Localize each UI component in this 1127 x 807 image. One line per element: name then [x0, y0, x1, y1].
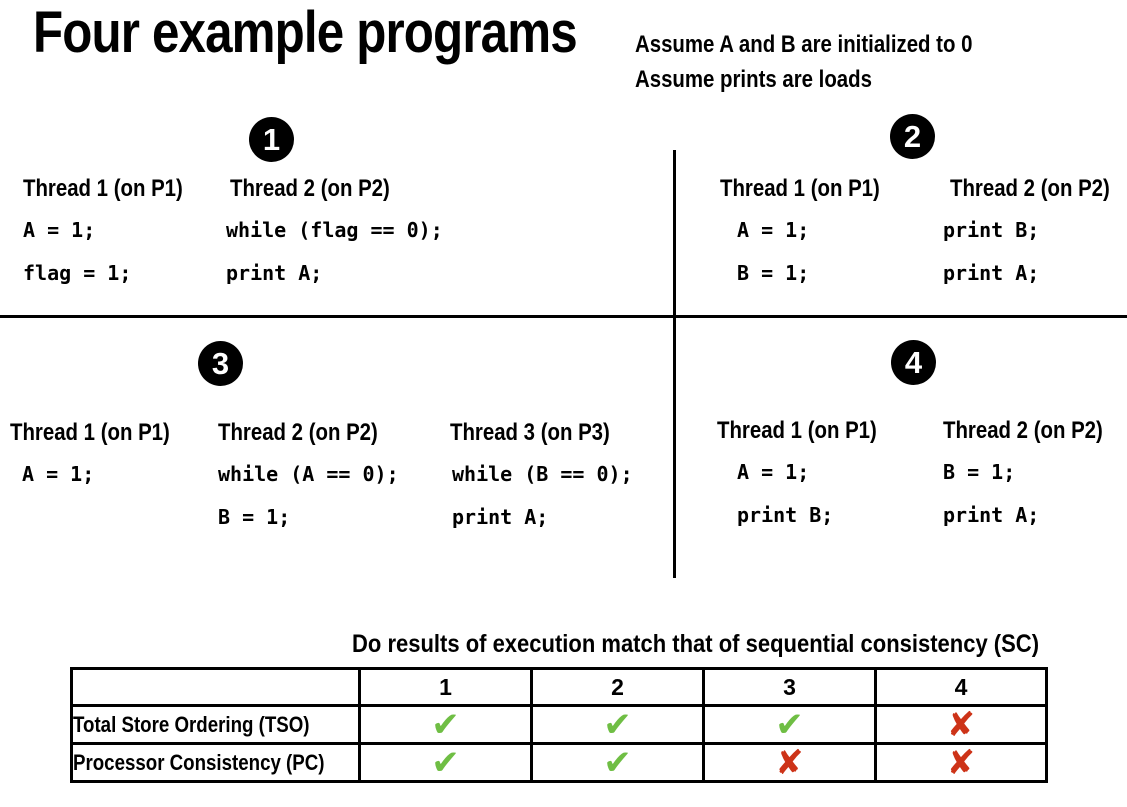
tso-row-label: Total Store Ordering (TSO) — [70, 704, 361, 745]
thread-header: Thread 2 (on P2) — [943, 417, 1103, 444]
code-line: A = 1; — [737, 218, 810, 242]
program-1-thread-2: Thread 2 (on P2) while (flag == 0); prin… — [226, 175, 443, 285]
horizontal-divider — [0, 315, 1127, 318]
thread-header: Thread 1 (on P1) — [10, 419, 170, 446]
check-icon: ✔ — [431, 742, 460, 783]
code-line: print A; — [452, 505, 549, 529]
assumption-line-1: Assume A and B are initialized to 0 — [635, 31, 973, 58]
program-4-thread-2: Thread 2 (on P2) B = 1; print A; — [943, 417, 1127, 527]
code-line: while (B == 0); — [452, 462, 633, 486]
thread-header: Thread 3 (on P3) — [450, 419, 610, 446]
thread-header: Thread 2 (on P2) — [950, 175, 1110, 202]
check-icon: ✔ — [603, 704, 632, 745]
code-line: B = 1; — [737, 261, 810, 285]
code-line: flag = 1; — [23, 261, 132, 285]
pc-row-label: Processor Consistency (PC) — [70, 742, 361, 783]
column-header-3: 3 — [702, 667, 877, 707]
thread-header: Thread 2 (on P2) — [230, 175, 390, 202]
program-2-thread-1: Thread 1 (on P1) A = 1; B = 1; — [720, 175, 908, 285]
code-line: print B; — [737, 503, 834, 527]
results-table: 1 2 3 4 Total Store Ordering (TSO) ✔ ✔ ✔… — [70, 667, 1048, 783]
program-2-thread-2: Thread 2 (on P2) print B; print A; — [943, 175, 1127, 285]
code-line: print A; — [943, 261, 1040, 285]
program-3-thread-2: Thread 2 (on P2) while (A == 0); B = 1; — [218, 419, 406, 529]
program-4-thread-1: Thread 1 (on P1) A = 1; print B; — [717, 417, 905, 527]
tso-row: Total Store Ordering (TSO) ✔ ✔ ✔ ✘ — [70, 704, 1048, 745]
program-3-thread-3: Thread 3 (on P3) while (B == 0); print A… — [450, 419, 638, 529]
pc-row: Processor Consistency (PC) ✔ ✔ ✘ ✘ — [70, 742, 1048, 783]
empty-header-cell — [70, 667, 361, 707]
check-icon: ✔ — [775, 704, 804, 745]
check-icon: ✔ — [603, 742, 632, 783]
column-header-2: 2 — [530, 667, 705, 707]
thread-header: Thread 2 (on P2) — [218, 419, 378, 446]
code-line: B = 1; — [943, 460, 1016, 484]
program-4-badge: 4 — [891, 340, 936, 385]
assumption-line-2: Assume prints are loads — [635, 66, 872, 93]
code-line: while (A == 0); — [218, 462, 399, 486]
cross-icon: ✘ — [946, 742, 976, 783]
slide-title: Four example programs — [33, 0, 578, 65]
assumptions: Assume A and B are initialized to 0 Assu… — [635, 27, 1032, 97]
code-line: B = 1; — [218, 505, 291, 529]
thread-header: Thread 1 (on P1) — [23, 175, 183, 202]
column-header-4: 4 — [874, 667, 1048, 707]
results-table-title: Do results of execution match that of se… — [352, 630, 1040, 658]
code-line: A = 1; — [23, 218, 96, 242]
program-3-thread-1: Thread 1 (on P1) A = 1; — [10, 419, 198, 486]
check-icon: ✔ — [431, 704, 460, 745]
vertical-divider — [673, 150, 676, 578]
program-1-badge: 1 — [249, 117, 294, 162]
code-line: print A; — [226, 261, 323, 285]
thread-header: Thread 1 (on P1) — [717, 417, 877, 444]
code-line: A = 1; — [22, 462, 95, 486]
results-header-row: 1 2 3 4 — [70, 667, 1048, 707]
program-1-thread-1: Thread 1 (on P1) A = 1; flag = 1; — [23, 175, 211, 285]
code-line: while (flag == 0); — [226, 218, 443, 242]
cross-icon: ✘ — [946, 704, 976, 745]
program-2-badge: 2 — [890, 114, 935, 159]
column-header-1: 1 — [358, 667, 533, 707]
program-3-badge: 3 — [198, 341, 243, 386]
cross-icon: ✘ — [775, 742, 804, 783]
thread-header: Thread 1 (on P1) — [720, 175, 880, 202]
code-line: print B; — [943, 218, 1040, 242]
code-line: A = 1; — [737, 460, 810, 484]
code-line: print A; — [943, 503, 1040, 527]
